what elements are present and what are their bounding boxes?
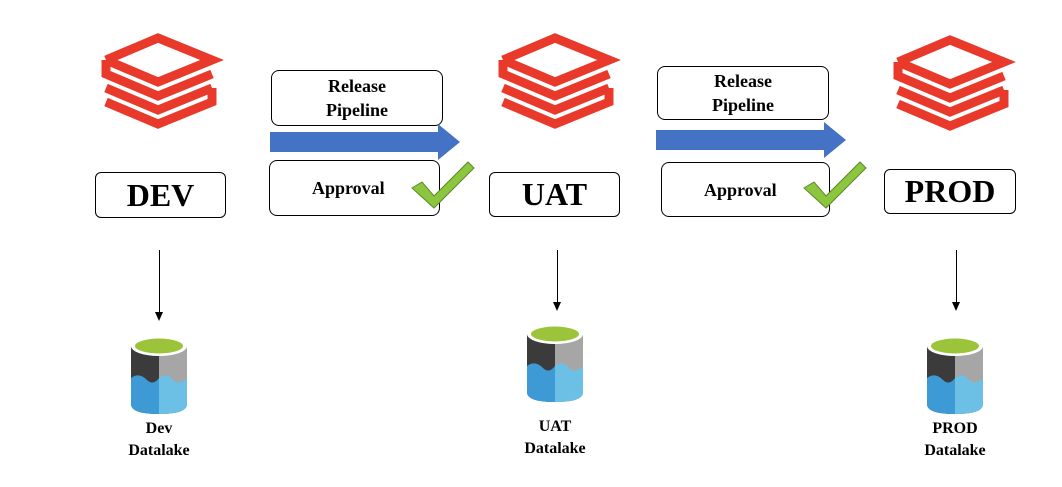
down-arrow-line (159, 250, 160, 312)
env-box-uat: UAT (489, 172, 620, 217)
approval-label: Approval (312, 178, 385, 198)
checkmark-icon (411, 161, 475, 209)
pipeline-arrow-icon (656, 122, 846, 158)
data-lake-storage-icon (527, 324, 583, 402)
datalake-line1: PROD (932, 420, 978, 437)
pipeline-line1: Release (328, 76, 386, 96)
datalake-label-prod: PROD Datalake (895, 418, 1015, 462)
env-label: DEV (126, 176, 195, 213)
pipeline-line2: Pipeline (326, 100, 388, 120)
env-label: UAT (521, 176, 588, 212)
env-box-dev: DEV (95, 172, 226, 218)
data-lake-storage-icon (927, 336, 983, 414)
datalake-label-uat: UAT Datalake (495, 416, 615, 460)
down-arrow-line (557, 250, 558, 302)
datalake-line2: Datalake (924, 442, 986, 459)
pipeline-line2: Pipeline (712, 95, 774, 115)
approval-box: Approval (661, 162, 830, 217)
databricks-logo-icon (101, 33, 224, 129)
datalake-line1: UAT (538, 418, 572, 435)
datalake-line1: Dev (145, 420, 173, 437)
down-arrow-line (956, 250, 957, 302)
env-box-prod: PROD (884, 169, 1016, 214)
databricks-logo-icon (893, 35, 1016, 131)
databricks-logo-icon (498, 33, 621, 129)
pipeline-arrow-icon (270, 124, 460, 160)
approval-label: Approval (704, 179, 777, 200)
datalake-label-dev: Dev Datalake (99, 418, 219, 462)
pipeline-line1: Release (714, 71, 772, 91)
datalake-line2: Datalake (524, 440, 586, 457)
env-label: PROD (904, 173, 996, 209)
datalake-line2: Datalake (128, 442, 190, 459)
down-arrow-head (155, 312, 163, 321)
checkmark-icon (803, 161, 867, 209)
data-lake-storage-icon (131, 336, 187, 414)
down-arrow-head (553, 302, 561, 311)
down-arrow-head (952, 302, 960, 311)
